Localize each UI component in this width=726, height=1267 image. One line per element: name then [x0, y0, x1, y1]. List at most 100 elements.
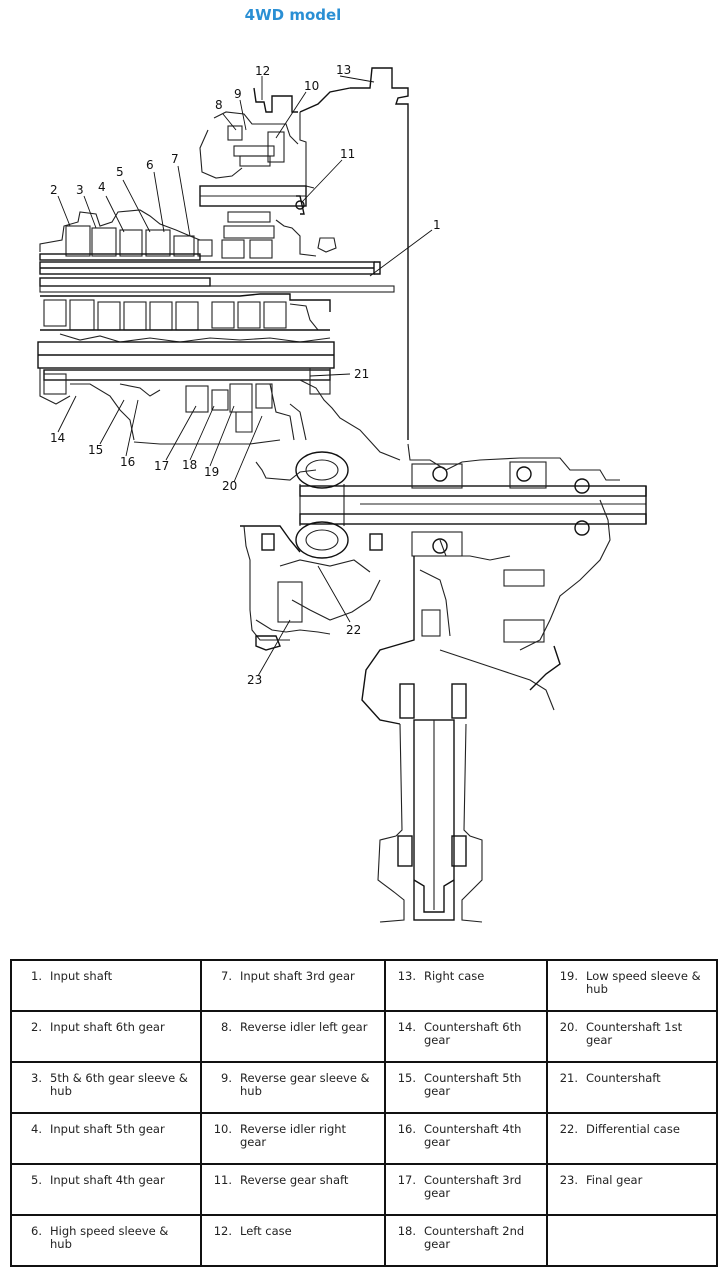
legend-item-label: Countershaft — [586, 1071, 661, 1085]
legend-item-label: Input shaft — [50, 969, 113, 983]
callout-23: 23 — [247, 673, 262, 687]
legend-item-label: Countershaft 4th gear — [424, 1122, 522, 1149]
legend-cell: 10. Reverse idler right gear — [200, 1112, 386, 1165]
callout-6: 6 — [146, 158, 154, 172]
legend-item-number: 9. — [221, 1071, 232, 1085]
legend-item-label: Countershaft 5th gear — [424, 1071, 522, 1098]
legend-item-number: 3. — [31, 1071, 42, 1085]
legend-item-label: Input shaft 3rd gear — [240, 969, 355, 983]
legend-item-label: Reverse idler right gear — [240, 1122, 347, 1149]
legend-item-number: 12. — [213, 1224, 232, 1238]
callout-4: 4 — [98, 180, 106, 194]
legend-cell: 3. 5th & 6th gear sleeve & hub — [10, 1061, 202, 1114]
legend-item-label: Countershaft 1st gear — [586, 1020, 683, 1047]
legend-row: 1. Input shaft 7. Input shaft 3rd gear 13.Ri… — [10, 959, 718, 1012]
legend-item-label: Input shaft 6th gear — [50, 1020, 165, 1034]
legend-item-number: 4. — [31, 1122, 42, 1136]
legend-item-number: 2. — [31, 1020, 42, 1034]
legend-item-label: Final gear — [586, 1173, 643, 1187]
legend-cell: 7. Input shaft 3rd gear — [200, 959, 386, 1012]
countershaft — [37, 341, 401, 461]
legend-item-number: 21. — [559, 1071, 578, 1085]
legend-item-label: Countershaft 2nd gear — [424, 1224, 525, 1251]
legend-item-number: 13. — [397, 969, 416, 983]
legend-cell: 16. Countershaft 4th gear — [384, 1112, 548, 1165]
legend-item-label: High speed sleeve & hub — [50, 1224, 169, 1251]
callout-1: 1 — [433, 218, 441, 232]
legend-item-label: Reverse idler left gear — [240, 1020, 368, 1034]
legend-cell: 5.Input shaft 4th gear — [10, 1163, 202, 1216]
legend-cell: 9. Reverse gear sleeve & hub — [200, 1061, 386, 1114]
callout-2: 2 — [50, 183, 58, 197]
callout-3: 3 — [76, 183, 84, 197]
legend-item-number: 23. — [559, 1173, 578, 1187]
legend-item-number: 10. — [213, 1122, 232, 1136]
legend-cell: 17. Countershaft 3rd gear — [384, 1163, 548, 1216]
legend-cell: 13.Right case — [384, 959, 548, 1012]
legend-item-number: 20. — [559, 1020, 578, 1034]
legend-cell: 1. Input shaft — [10, 959, 202, 1012]
legend-item-label: Countershaft 6th gear — [424, 1020, 522, 1047]
legend-cell: 15. Countershaft 5th gear — [384, 1061, 548, 1114]
legend-cell: 20. Countershaft 1st gear — [546, 1010, 718, 1063]
legend-item-number: 19. — [559, 969, 578, 983]
callout-10: 10 — [304, 79, 319, 93]
callout-12: 12 — [255, 64, 270, 78]
legend-item-label: Reverse gear shaft — [240, 1173, 349, 1187]
legend-item-number: 6. — [31, 1224, 42, 1238]
legend-item-number: 15. — [397, 1071, 416, 1085]
callout-14: 14 — [50, 431, 65, 445]
callout-8: 8 — [215, 98, 223, 112]
parts-legend-table: 1. Input shaft 7. Input shaft 3rd gear 13.Ri… — [10, 959, 718, 1267]
legend-cell: 19. Low speed sleeve & hub — [546, 959, 718, 1012]
legend-cell: 23. Final gear — [546, 1163, 718, 1216]
legend-item-label: Low speed sleeve & hub — [586, 969, 701, 996]
callout-18: 18 — [182, 458, 197, 472]
legend-item-number: 14. — [397, 1020, 416, 1034]
leader-lines — [57, 75, 433, 677]
callout-15: 15 — [88, 443, 103, 457]
transfer-assembly — [361, 539, 561, 923]
legend-item-number: 7. — [221, 969, 232, 983]
legend-item-number: 11. — [213, 1173, 232, 1187]
input-shaft-gear-cluster — [39, 209, 395, 293]
callout-19: 19 — [204, 465, 219, 479]
legend-item-number: 18. — [397, 1224, 416, 1238]
legend-row: 2. Input shaft 6th gear 8. Reverse idler le… — [10, 1010, 718, 1063]
reverse-idler-assembly — [199, 87, 337, 259]
transmission-cross-section: 1 2 3 4 5 6 7 8 9 10 11 12 13 14 15 16 1… — [37, 63, 647, 923]
legend-cell: 18. Countershaft 2nd gear — [384, 1214, 548, 1267]
callout-9: 9 — [234, 87, 242, 101]
legend-cell: 22.Differential case — [546, 1112, 718, 1165]
legend-item-label: 5th & 6th gear sleeve & hub — [50, 1071, 188, 1098]
legend-item-number: 16. — [397, 1122, 416, 1136]
legend-row: 3. 5th & 6th gear sleeve & hub 9. Reverse g… — [10, 1061, 718, 1114]
callout-numbers: 1 2 3 4 5 6 7 8 9 10 11 12 13 14 15 16 1… — [50, 63, 441, 687]
legend-item-label: Left case — [240, 1224, 292, 1238]
legend-item-label: Input shaft 5th gear — [50, 1122, 165, 1136]
legend-item-label: Reverse gear sleeve & hub — [240, 1071, 370, 1098]
callout-11: 11 — [340, 147, 355, 161]
legend-cell: 11. Reverse gear shaft — [200, 1163, 386, 1216]
callout-22: 22 — [346, 623, 361, 637]
legend-cell: 6. High speed sleeve & hub — [10, 1214, 202, 1267]
callout-21: 21 — [354, 367, 369, 381]
legend-item-number: 1. — [31, 969, 42, 983]
legend-item-label: Countershaft 3rd gear — [424, 1173, 522, 1200]
legend-item-number: 8. — [221, 1020, 232, 1034]
differential-assembly — [240, 443, 647, 651]
legend-cell: 4. Input shaft 5th gear — [10, 1112, 202, 1165]
legend-row: 6. High speed sleeve & hub 12. Left case 18.… — [10, 1214, 718, 1267]
callout-20: 20 — [222, 479, 237, 493]
legend-item-number: 17. — [397, 1173, 416, 1187]
legend-item-label: Input shaft 4th gear — [50, 1173, 165, 1187]
legend-cell: 14. Countershaft 6th gear — [384, 1010, 548, 1063]
legend-cell: 2. Input shaft 6th gear — [10, 1010, 202, 1063]
callout-5: 5 — [116, 165, 124, 179]
middle-gear-row — [40, 293, 331, 343]
callout-16: 16 — [120, 455, 135, 469]
callout-13: 13 — [336, 63, 351, 77]
legend-item-label: Differential case — [586, 1122, 680, 1136]
legend-cell: 21. Countershaft — [546, 1061, 718, 1114]
callout-17: 17 — [154, 459, 169, 473]
